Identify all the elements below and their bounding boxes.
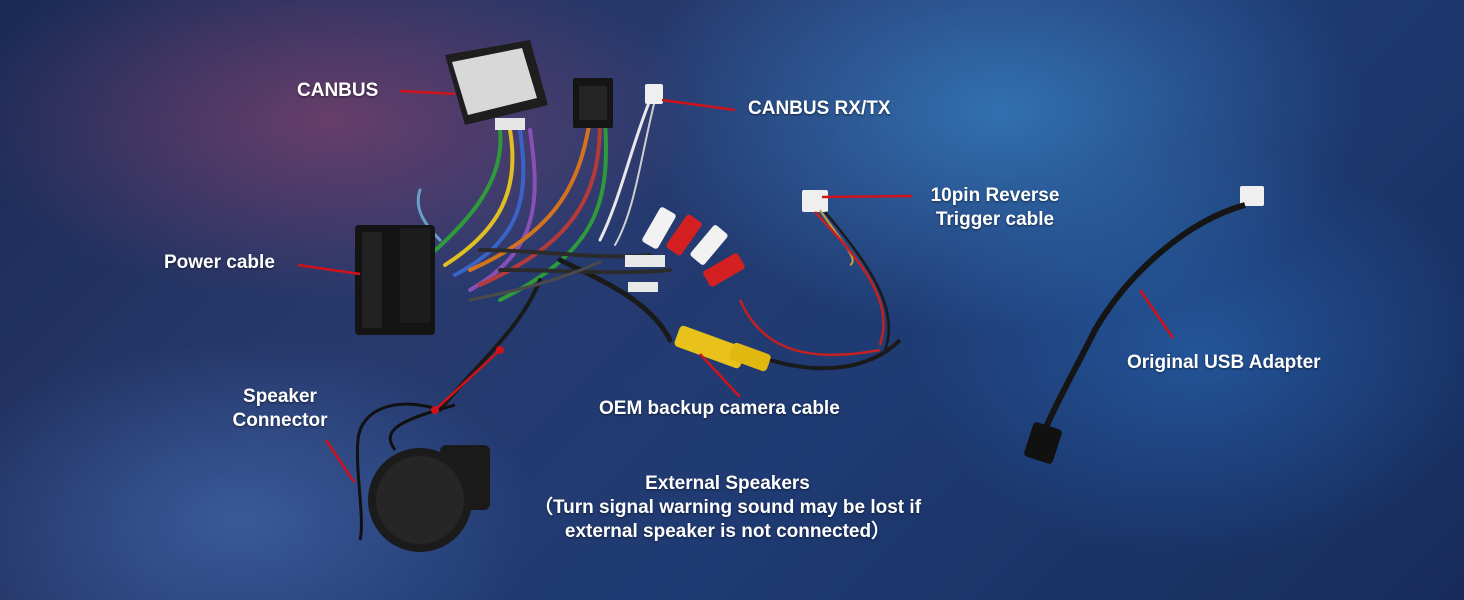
canbus-rxtx-plug-icon — [645, 84, 663, 104]
leader-line-power — [297, 263, 361, 276]
leader-line-canbus-rxtx — [661, 98, 736, 112]
leader-line-speaker — [324, 439, 356, 483]
label-reverse-trigger-line2: Trigger cable — [935, 209, 1055, 230]
label-canbus: CANBUS — [297, 80, 379, 101]
multipin-connector-icon — [573, 78, 613, 128]
canbus-box-icon — [445, 40, 548, 130]
label-canbus-rxtx: CANBUS RX/TX — [748, 98, 891, 119]
label-speaker-connector: Speaker Connector — [215, 385, 345, 433]
usb-adapter-icon — [1024, 186, 1264, 464]
leader-line-canbus — [399, 89, 456, 96]
leader-line-reverse-trigger — [821, 194, 913, 199]
label-external-speakers-note-line1: （Turn signal warning sound may be lost i… — [533, 497, 922, 518]
leader-line-speaker-connector — [434, 349, 501, 411]
label-oem-camera: OEM backup camera cable — [599, 398, 840, 419]
label-external-speakers: External Speakers （Turn signal warning s… — [505, 472, 950, 544]
leader-line-oem-camera — [699, 353, 741, 398]
rca-plugs-icon — [625, 207, 745, 292]
label-usb-adapter: Original USB Adapter — [1127, 352, 1321, 373]
label-external-speakers-title: External Speakers — [645, 473, 810, 494]
reverse-trigger-cable-icon — [738, 190, 891, 357]
power-connector-icon — [355, 225, 435, 335]
label-reverse-trigger: 10pin Reverse Trigger cable — [910, 184, 1080, 232]
leader-lines — [297, 89, 1175, 483]
label-speaker-connector-line1: Speaker — [243, 386, 317, 407]
wire-bundle — [416, 98, 673, 412]
label-speaker-connector-line2: Connector — [232, 410, 328, 431]
oem-camera-plug-icon — [674, 325, 902, 372]
external-speaker-icon — [355, 402, 490, 552]
label-power-cable: Power cable — [164, 252, 275, 273]
label-reverse-trigger-line1: 10pin Reverse — [930, 185, 1060, 206]
leader-line-usb — [1138, 289, 1175, 339]
label-external-speakers-note-line2: external speaker is not connected） — [564, 521, 891, 542]
